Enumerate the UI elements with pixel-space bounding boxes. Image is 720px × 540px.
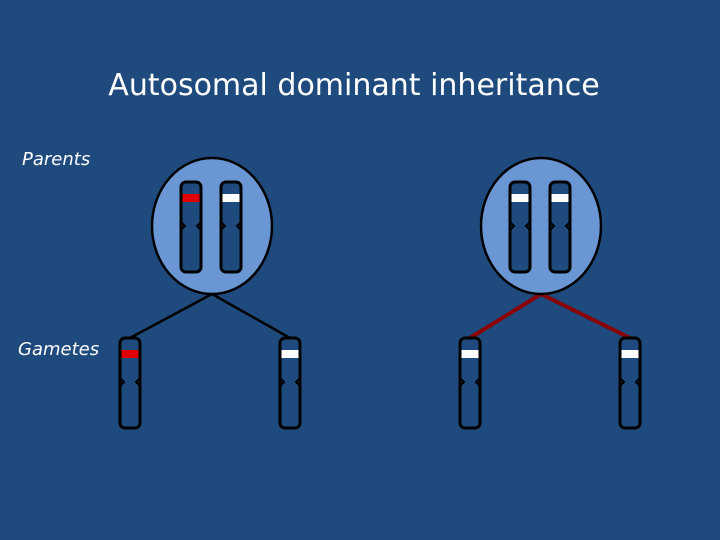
centromere-left [509, 221, 516, 231]
cell-membrane [479, 156, 603, 296]
parents-label: Parents [22, 149, 91, 170]
chromosome-body [219, 180, 243, 274]
cell-membrane [150, 156, 274, 296]
centromere-left [180, 221, 187, 231]
chromosome-body [179, 180, 203, 274]
gamete-connector-lines [129, 292, 631, 340]
parent-chromosome [548, 180, 572, 274]
chromosome-body [118, 336, 142, 430]
normal-allele-band [621, 350, 639, 358]
gamete-chromosome [118, 336, 142, 430]
centromere-right [634, 377, 641, 387]
centromere-left [619, 377, 626, 387]
dominant-allele-band [121, 350, 139, 358]
parent-chromosome [179, 180, 203, 274]
normal-allele-band [551, 194, 569, 202]
centromere-left [459, 377, 466, 387]
centromere-right [134, 377, 141, 387]
connector-line [468, 292, 543, 340]
chromosome-body [508, 180, 532, 274]
chromosome-body [458, 336, 482, 430]
centromere-left [549, 221, 556, 231]
diagram-title: Autosomal dominant inheritance [108, 68, 600, 103]
gamete-chromosome [458, 336, 482, 430]
unaffected-parent-cell [479, 156, 603, 296]
chromosome-body [548, 180, 572, 274]
centromere-right [235, 221, 242, 231]
centromere-right [474, 377, 481, 387]
normal-allele-band [222, 194, 240, 202]
parent-chromosome [508, 180, 532, 274]
normal-allele-band [461, 350, 479, 358]
gamete-chromosome [618, 336, 642, 430]
centromere-right [564, 221, 571, 231]
gamete-chromosome [278, 336, 302, 430]
connector-line [129, 292, 213, 340]
affected-parent-cell [150, 156, 274, 296]
parent-chromosome [219, 180, 243, 274]
gametes-label: Gametes [18, 339, 100, 360]
centromere-right [294, 377, 301, 387]
normal-allele-band [511, 194, 529, 202]
gametes [118, 336, 642, 430]
dominant-allele-band [182, 194, 200, 202]
connector-line [540, 292, 631, 340]
centromere-left [119, 377, 126, 387]
connector-line [211, 292, 291, 340]
centromere-left [220, 221, 227, 231]
centromere-right [524, 221, 531, 231]
parent-cells [150, 156, 603, 296]
chromosome-body [278, 336, 302, 430]
centromere-right [195, 221, 202, 231]
chromosome-body [618, 336, 642, 430]
normal-allele-band [281, 350, 299, 358]
centromere-left [279, 377, 286, 387]
